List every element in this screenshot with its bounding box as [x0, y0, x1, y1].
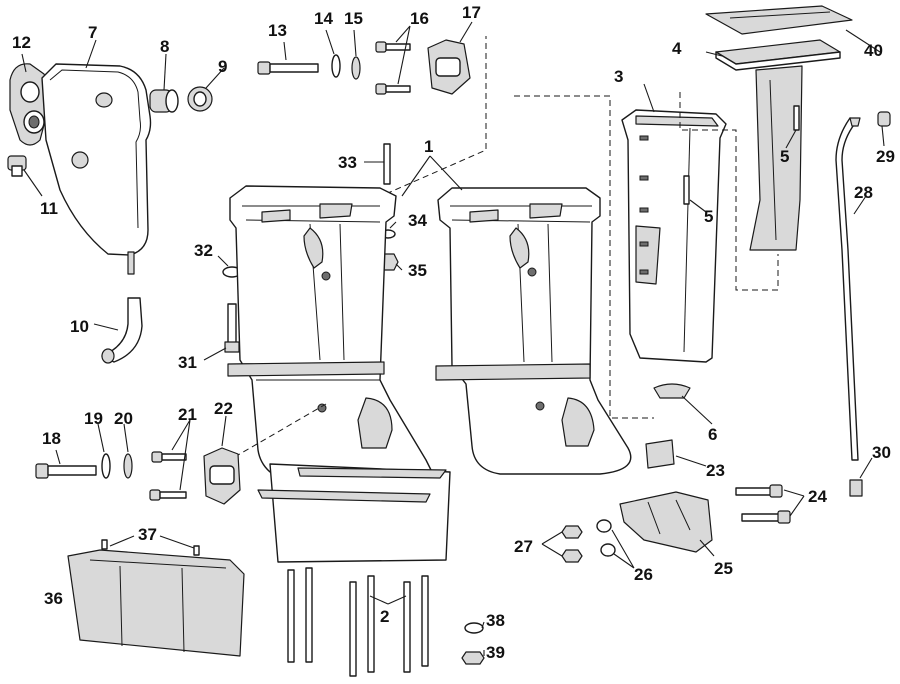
part-7-tank	[41, 63, 152, 275]
callout-27: 27	[514, 537, 533, 556]
callout-15: 15	[344, 9, 363, 28]
part-20-washer	[123, 453, 133, 479]
dashed-group-adapter	[679, 92, 779, 291]
part-25-bracket	[619, 491, 713, 553]
callout-9: 9	[218, 57, 227, 76]
callout-20: 20	[114, 409, 133, 428]
part-37-pins	[101, 539, 200, 556]
leader-lines	[21, 21, 885, 656]
callout-39: 39	[486, 643, 505, 662]
part-11-fitting	[7, 155, 27, 177]
callout-7: 7	[88, 23, 97, 42]
part-31-bolt	[224, 303, 240, 353]
part-4-adapter	[715, 39, 841, 251]
part-1-housing-right	[435, 187, 632, 475]
part-16-screws	[375, 41, 411, 95]
callout-23: 23	[706, 461, 725, 480]
callout-5b: 5	[780, 147, 789, 166]
part-24-bolts	[735, 484, 791, 524]
part-3-exhaust-tube	[621, 109, 727, 363]
callout-14: 14	[314, 9, 333, 28]
callout-10: 10	[70, 317, 89, 336]
part-30-fitting	[849, 479, 863, 497]
callout-37: 37	[138, 525, 157, 544]
callout-1: 1	[424, 137, 433, 156]
part-38-washer	[464, 622, 484, 634]
callout-5a: 5	[704, 207, 713, 226]
callout-18: 18	[42, 429, 61, 448]
part-17-mount	[427, 39, 471, 95]
part-2-studs	[287, 567, 429, 677]
callout-29: 29	[876, 147, 895, 166]
callout-8: 8	[160, 37, 169, 56]
part-27-nuts	[561, 525, 583, 563]
adapter-plate	[257, 463, 451, 563]
callout-25: 25	[714, 559, 733, 578]
part-5-screw-b	[793, 105, 800, 131]
part-10-hose-elbow	[101, 297, 143, 364]
callout-16: 16	[410, 9, 429, 28]
callout-24: 24	[808, 487, 827, 506]
callout-22: 22	[214, 399, 233, 418]
part-23-block	[645, 439, 675, 469]
part-6-grommet	[653, 383, 691, 399]
callout-3: 3	[614, 67, 623, 86]
part-14-washer	[331, 54, 341, 78]
callout-19: 19	[84, 409, 103, 428]
callout-labels: 1 2 3 4 5 5 6 7 8 9 10 11 12 13 14 15 16…	[12, 3, 895, 662]
callout-33: 33	[338, 153, 357, 172]
part-22-mount	[203, 447, 241, 505]
callout-35: 35	[408, 261, 427, 280]
part-29-fitting	[877, 111, 891, 127]
callout-38: 38	[486, 611, 505, 630]
callout-28: 28	[854, 183, 873, 202]
callout-13: 13	[268, 21, 287, 40]
callout-21: 21	[178, 405, 197, 424]
callout-36: 36	[44, 589, 63, 608]
callout-6: 6	[708, 425, 717, 444]
part-40-gasket	[705, 5, 853, 35]
part-36-cover	[67, 549, 245, 657]
callout-4: 4	[672, 39, 682, 58]
callout-31: 31	[178, 353, 197, 372]
part-12-seal-plate	[9, 63, 50, 146]
part-5-screw-a	[683, 175, 690, 205]
callout-34: 34	[408, 211, 427, 230]
part-39-nut	[461, 651, 485, 665]
callout-2: 2	[380, 607, 389, 626]
part-13-bolt	[257, 61, 319, 75]
dashed-group-tube	[514, 95, 654, 419]
part-9-grommet	[187, 86, 213, 112]
part-8-sleeve	[149, 89, 179, 113]
part-33-stud	[383, 143, 391, 185]
part-21-screws	[149, 451, 187, 501]
callout-30: 30	[872, 443, 891, 462]
callout-11: 11	[40, 199, 58, 218]
callout-40: 40	[864, 41, 883, 60]
part-26-washers	[596, 519, 616, 557]
part-15-washer	[351, 56, 361, 80]
part-19-washer	[101, 453, 111, 479]
callout-12: 12	[12, 33, 31, 52]
callout-26: 26	[634, 565, 653, 584]
part-1-housing-left	[227, 185, 433, 487]
callout-32: 32	[194, 241, 213, 260]
callout-17: 17	[462, 3, 481, 22]
part-28-hose	[835, 117, 861, 461]
part-18-bolt	[35, 463, 97, 479]
